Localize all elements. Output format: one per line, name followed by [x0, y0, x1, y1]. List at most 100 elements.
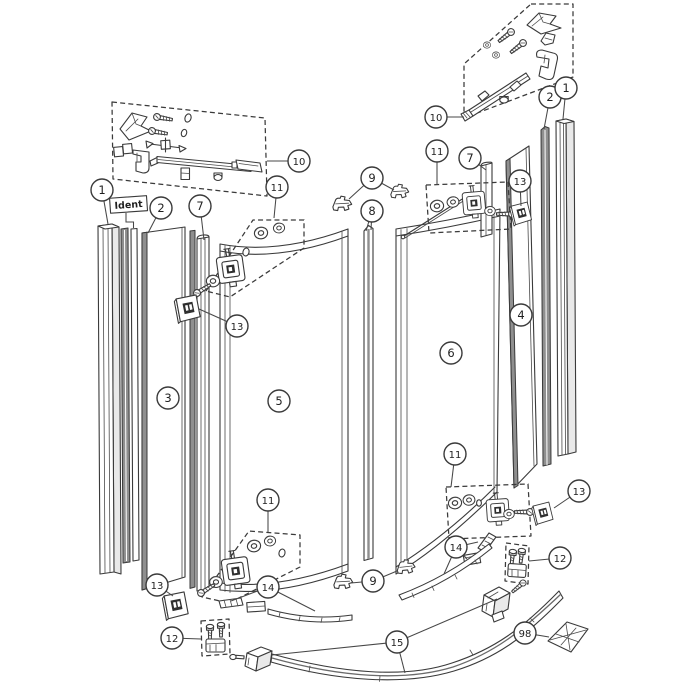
right-sliding-door-6	[395, 208, 501, 575]
callout-number: 11	[449, 450, 462, 461]
callout-balloon	[513, 621, 537, 645]
callout-number: 12	[554, 554, 567, 565]
callout-7: 7	[188, 194, 212, 241]
callout-4: 4	[509, 303, 533, 327]
cross-pin-part	[145, 137, 187, 153]
callout-balloon	[554, 76, 578, 100]
ident-label-text: Ident	[114, 199, 143, 212]
callout-9: 9	[350, 569, 398, 593]
ident-label: Ident	[109, 195, 149, 214]
small-end-parts	[477, 80, 522, 104]
callout-number: 11	[271, 183, 284, 194]
callout-11: 11	[443, 442, 467, 488]
callout-13: 13	[508, 169, 532, 207]
left-seal-strip-2	[120, 227, 140, 564]
center-seal-strip-8	[363, 224, 374, 562]
fixing-set-bottom-left	[200, 618, 231, 657]
washer-cap	[180, 128, 188, 138]
guide-clip-top-right	[389, 182, 410, 200]
left-profile-7	[196, 234, 210, 592]
callout-13: 13	[198, 308, 249, 338]
callout-number: 11	[431, 147, 444, 158]
screw-icon	[152, 112, 174, 124]
callout-balloon	[287, 149, 311, 173]
screw-icon	[496, 26, 517, 45]
callout-number: 14	[450, 543, 463, 554]
guide-segment-group-right	[398, 532, 497, 601]
cover-cap-13-bottom-left	[161, 591, 190, 622]
callout-number: 4	[517, 308, 524, 322]
callout-number: 8	[368, 204, 375, 218]
callout-11: 11	[265, 175, 289, 219]
callout-balloon	[225, 314, 249, 338]
callout-balloon	[90, 178, 114, 202]
callout-leader-line	[271, 641, 398, 656]
callout-number: 6	[447, 346, 454, 360]
roller-assembly-top-left	[191, 219, 305, 299]
callout-13: 13	[553, 479, 591, 509]
strut-rail-part	[460, 72, 531, 122]
callout-number: 13	[514, 177, 527, 188]
corner-part-98	[547, 621, 589, 653]
callout-number: 12	[166, 634, 179, 645]
fixing-set-bottom-right	[504, 542, 530, 585]
callout-5: 5	[267, 389, 291, 413]
callout-3: 3	[156, 386, 180, 410]
callout-balloon	[360, 166, 384, 190]
callout-number: 2	[546, 90, 553, 104]
callout-balloon	[256, 575, 280, 599]
hardware-kit-top-left	[111, 101, 268, 197]
callout-11: 11	[425, 139, 449, 185]
clip-part	[540, 32, 556, 46]
clamp-part	[536, 49, 559, 81]
callout-number: 7	[196, 199, 203, 213]
callout-leader-line	[396, 598, 498, 643]
callout-balloon	[424, 105, 448, 129]
left-wall-profile-1	[97, 223, 122, 575]
callout-balloon	[439, 341, 463, 365]
washer-icon	[483, 41, 491, 49]
guide-segment-group-left	[218, 597, 353, 623]
callout-balloon	[548, 546, 572, 570]
block-parts	[113, 142, 150, 174]
small-end-parts	[180, 159, 263, 182]
callout-12: 12	[528, 546, 572, 570]
callout-98: 98	[513, 621, 550, 645]
callout-1: 1	[90, 178, 114, 225]
rail-corner-connector	[481, 578, 528, 623]
screw-icon	[147, 126, 169, 138]
callout-number: 98	[519, 629, 532, 640]
ident-leader-line	[125, 213, 135, 228]
callout-balloon	[265, 175, 289, 199]
callout-7: 7	[458, 146, 487, 171]
callout-balloon	[444, 535, 468, 559]
hardware-kit-top-right	[460, 3, 574, 122]
callout-2: 2	[147, 196, 173, 234]
callout-balloon	[385, 630, 409, 654]
callout-number: 11	[262, 496, 275, 507]
callout-13: 13	[145, 573, 174, 597]
callout-10: 10	[267, 149, 311, 173]
callout-balloon	[361, 569, 385, 593]
callout-number: 15	[391, 638, 404, 649]
screw-icon	[508, 37, 529, 56]
callout-6: 6	[439, 341, 463, 365]
rail-end-cap	[229, 646, 273, 672]
callout-balloon	[567, 479, 591, 503]
callout-balloon	[425, 139, 449, 163]
callout-balloon	[188, 194, 212, 218]
callout-9: 9	[348, 166, 395, 200]
cover-cap-13-bottom-right	[530, 501, 554, 527]
roller-assembly-top-right	[400, 181, 516, 240]
panel-edge-seal	[189, 229, 196, 589]
right-seal-strip-2	[540, 126, 552, 467]
callout-14: 14	[443, 535, 479, 575]
right-wall-profile-1	[555, 118, 577, 457]
callout-number: 7	[466, 151, 473, 165]
callout-balloon	[149, 196, 173, 220]
callout-number: 10	[430, 113, 443, 124]
callout-balloon	[256, 488, 280, 512]
